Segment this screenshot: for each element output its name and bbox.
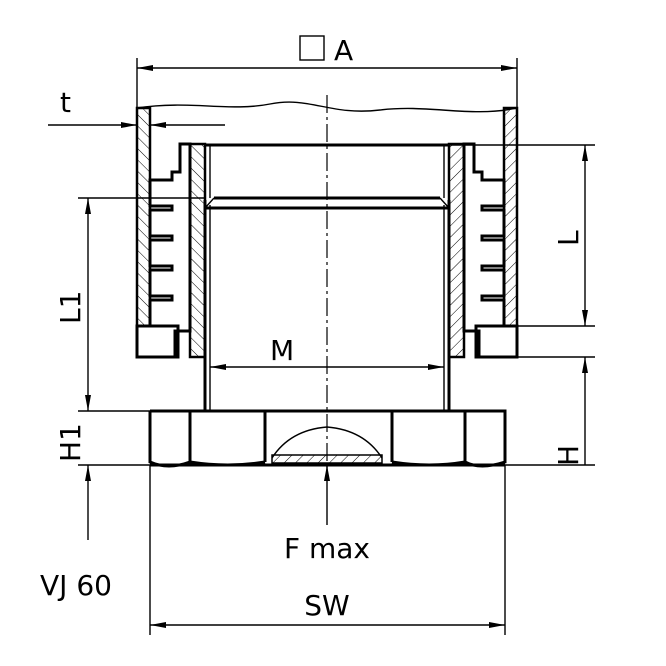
section-right-half xyxy=(443,106,519,411)
label-m: M xyxy=(270,334,294,367)
label-t: t xyxy=(60,86,71,119)
label-l: L xyxy=(552,230,585,246)
label-h: H xyxy=(552,445,585,466)
ribbed-insert-left xyxy=(148,142,192,359)
model-label: VJ 60 xyxy=(40,569,112,602)
inner-sleeve-left xyxy=(188,142,207,359)
label-a: A xyxy=(334,34,353,67)
tube-wall-left xyxy=(135,106,152,328)
break-line xyxy=(136,101,518,113)
tube-bottom-left xyxy=(135,324,180,359)
label-sw: SW xyxy=(304,589,349,622)
label-h1: H1 xyxy=(54,423,87,462)
label-fmax: F max xyxy=(284,532,370,565)
square-symbol-icon xyxy=(299,35,325,61)
label-l1: L1 xyxy=(54,291,87,324)
section-left-half xyxy=(135,106,211,411)
